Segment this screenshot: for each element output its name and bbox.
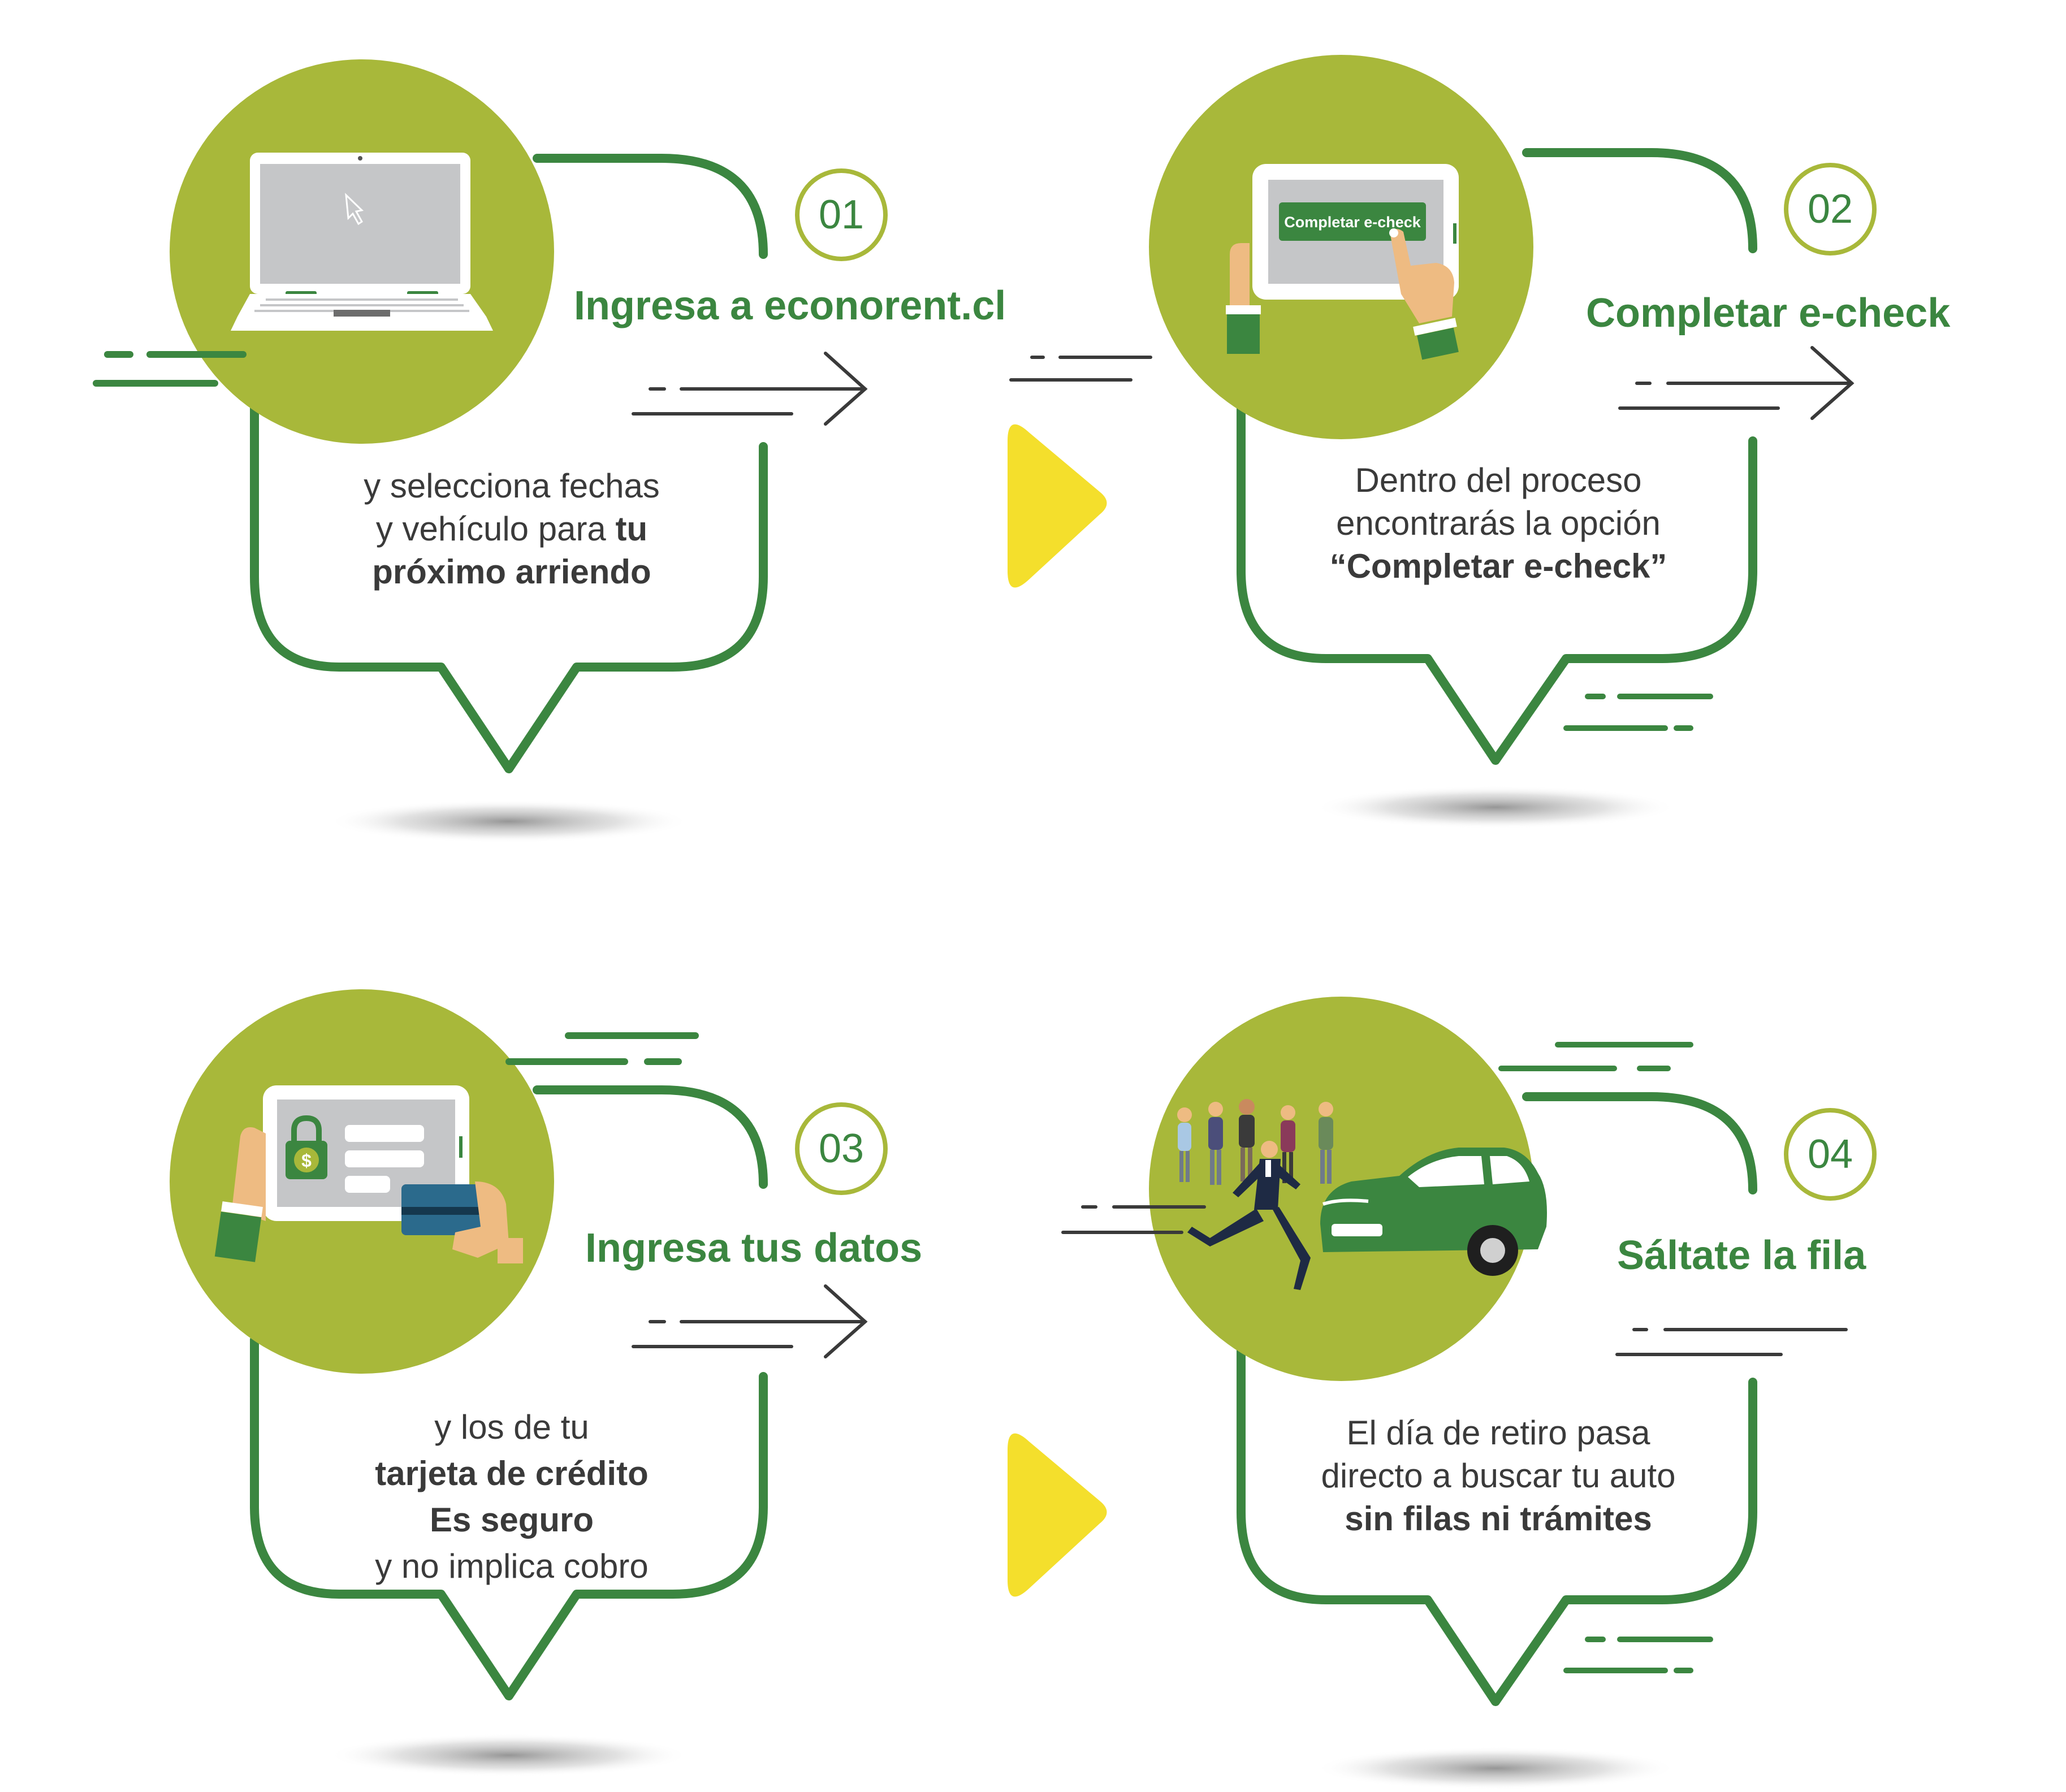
step-1-description-line: y vehículo para tu <box>376 510 647 548</box>
step-3-number: 03 <box>819 1126 864 1171</box>
echeck-button-text: Completar e-check <box>1284 214 1421 231</box>
step-1-number-badge <box>795 168 888 261</box>
step-3-description-line: y los de tu <box>434 1408 589 1446</box>
step-1-title: Ingresa a econorent.cl <box>574 283 1006 328</box>
laptop-icon <box>231 153 493 331</box>
step-4-number-badge <box>1784 1108 1877 1201</box>
step-4-top-speed-lines <box>1498 1042 1693 1071</box>
description-text: encontrarás la opción <box>1336 504 1661 542</box>
step-1-card: 01 Ingresa a econorent.cl y selecciona f… <box>93 59 1006 843</box>
emphasis-text: tu <box>615 510 647 548</box>
step-4-description: El día de retiro pasa directo a buscar tu… <box>1321 1414 1675 1538</box>
step-4-card: 04 Sáltate la fila El día de retiro pasa… <box>1061 997 1877 1790</box>
description-text: El día de retiro pasa <box>1347 1414 1651 1452</box>
step-2-description-line: encontrarás la opción <box>1336 504 1661 542</box>
step-2-speed-lines <box>1563 694 1713 731</box>
step-2-title: Completar e-check <box>1586 291 1951 336</box>
secure-payment-icon: $ <box>214 1085 523 1263</box>
emphasis-text: sin filas ni trámites <box>1345 1500 1652 1538</box>
emphasis-text: tarjeta de crédito <box>375 1455 649 1492</box>
step-4-title: Sáltate la fila <box>1617 1233 1866 1278</box>
step-1-description: y selecciona fechas y vehículo para tu pró… <box>364 467 660 591</box>
description-text: y vehículo para <box>376 510 616 548</box>
description-text: y los de tu <box>434 1408 589 1446</box>
step-4-number: 04 <box>1808 1132 1853 1177</box>
step-1-bubble-outline <box>250 154 768 773</box>
description-text: Dentro del proceso <box>1355 461 1642 499</box>
step-1-shadow <box>328 800 690 843</box>
svg-text:$: $ <box>301 1150 312 1171</box>
emphasis-text: próximo arriendo <box>372 553 651 591</box>
step-4-description-line: directo a buscar tu auto <box>1321 1457 1675 1495</box>
emphasis-text: Es seguro <box>430 1501 594 1539</box>
step-1-speed-lines <box>93 351 247 387</box>
step-3-shadow <box>328 1734 690 1777</box>
next-arrow-2 <box>1008 1433 1107 1597</box>
step-3-description-line: tarjeta de crédito <box>375 1455 649 1492</box>
step-3-bubble-outline <box>250 1085 768 1700</box>
step-3-speed-lines <box>505 1032 699 1065</box>
step-2-bubble-outline <box>1237 148 1757 765</box>
description-text: y selecciona fechas <box>364 467 660 505</box>
step-3-description: y los de tu tarjeta de crédito Es seguro y … <box>375 1408 649 1585</box>
step-1-description-line: próximo arriendo <box>372 553 651 591</box>
step-2-number: 02 <box>1808 187 1853 232</box>
step-4-shadow <box>1315 1747 1676 1790</box>
step-3-title: Ingresa tus datos <box>585 1226 922 1271</box>
step-4-arrow-lines <box>1615 1328 1848 1356</box>
next-arrow-1 <box>1008 424 1107 588</box>
step-2-description-line: “Completar e-check” <box>1330 547 1667 585</box>
description-text: directo a buscar tu auto <box>1321 1457 1675 1495</box>
step-4-description-line: sin filas ni trámites <box>1345 1500 1652 1538</box>
step-1-arrow <box>632 352 868 426</box>
step-2-number-badge <box>1784 163 1877 256</box>
step-2-description-line: Dentro del proceso <box>1355 461 1642 499</box>
step-1-description-line: y selecciona fechas <box>364 467 660 505</box>
step-2-arrow <box>1618 346 1855 420</box>
description-text: y no implica cobro <box>375 1547 649 1585</box>
step-3-card: $ 03 Ingresa tus datos <box>170 989 922 1777</box>
step-4-description-line: El día de retiro pasa <box>1347 1414 1651 1452</box>
step-2-description: Dentro del proceso encontrarás la opción “… <box>1330 461 1667 585</box>
step-3-arrow <box>632 1284 868 1358</box>
tablet-tap-icon: Completar e-check <box>1226 164 1459 360</box>
step-1-number: 01 <box>819 192 864 237</box>
step-3-description-line: y no implica cobro <box>375 1547 649 1585</box>
step-3-description-line: Es seguro <box>430 1501 594 1539</box>
emphasis-text: “Completar e-check” <box>1330 547 1667 585</box>
step-2-shadow <box>1315 786 1676 829</box>
step-4-bubble-outline <box>1237 1092 1757 1706</box>
step-2-card: Completar e-check 02 Completar e-check <box>1009 55 1951 829</box>
step-4-speed-lines <box>1563 1637 1713 1673</box>
step-3-number-badge <box>795 1102 888 1195</box>
step-2-left-lines <box>1009 356 1152 382</box>
skip-line-car-icon <box>1177 1099 1547 1290</box>
step-4-left-lines <box>1061 1205 1206 1234</box>
